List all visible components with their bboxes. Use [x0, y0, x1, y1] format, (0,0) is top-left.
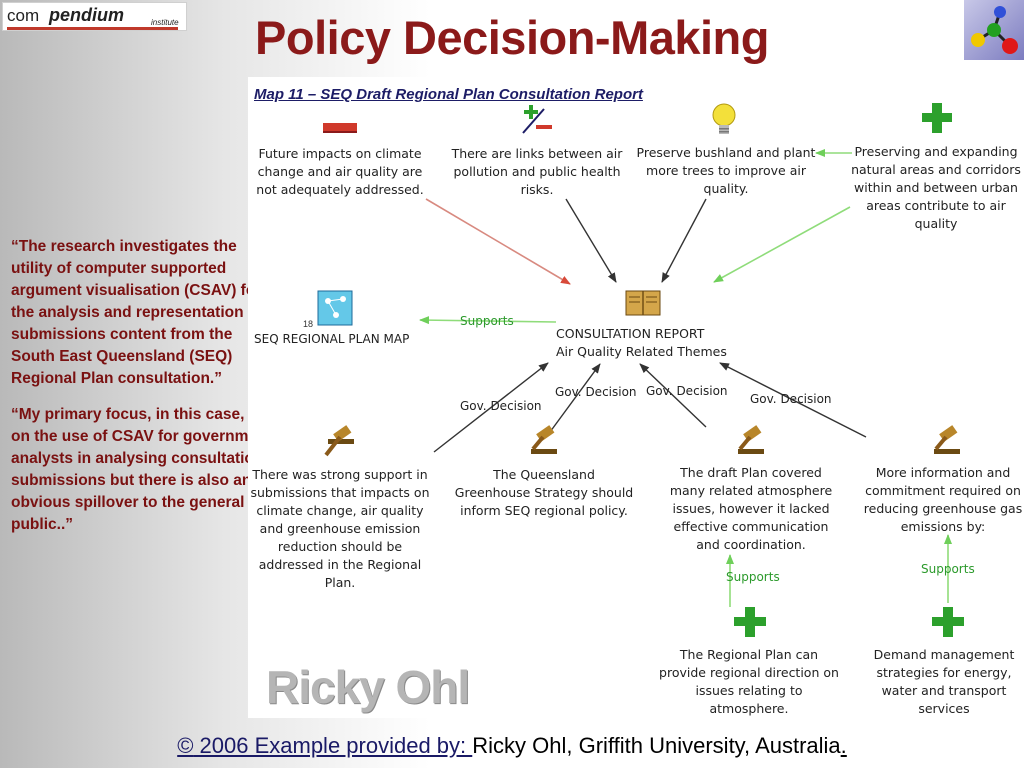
footer-end: . [840, 733, 847, 758]
minus-icon [323, 123, 357, 133]
argument-map: Map 11 – SEQ Draft Regional Plan Consult… [248, 77, 1024, 718]
quote-paragraph-2: “My primary focus, in this case, is on t… [11, 406, 272, 533]
edge-dec3-center [639, 363, 707, 428]
logo-text-institute: institute [151, 18, 179, 27]
edge-label-gov-decision-2: Gov. Decision [555, 385, 637, 399]
node-pro2-text: The Regional Plan can provide regional d… [659, 647, 839, 716]
edge-dec2-center [549, 363, 601, 433]
copyright-symbol: © [177, 733, 194, 758]
argument-map-lines [317, 103, 964, 637]
edge-label-supports-pro2: Supports [726, 570, 780, 584]
author-watermark: Ricky Ohl [266, 661, 470, 713]
edge-pro1-center [713, 206, 851, 283]
research-quote: “The research investigates the utility o… [11, 236, 273, 550]
edge-con1-center [425, 198, 571, 285]
edge-dec4-center [719, 362, 867, 438]
logo-text-pendium: pendium [49, 5, 124, 25]
gavel-icon [934, 425, 960, 454]
gavel-icon [531, 425, 557, 454]
edge-idea-center [661, 198, 707, 283]
molecule-icon [964, 0, 1024, 60]
compendium-logo: com pendium institute [2, 2, 187, 31]
map-node-badge: 18 [303, 319, 314, 329]
center-line2: Air Quality Related Themes [556, 344, 727, 359]
plus-icon [922, 103, 952, 133]
map-title: Map 11 – SEQ Draft Regional Plan Consult… [254, 86, 643, 103]
plus-minus-icon [522, 105, 552, 134]
edge-label-gov-decision-4: Gov. Decision [750, 392, 832, 406]
plus-icon [734, 607, 766, 637]
footer-credit-text: Ricky Ohl, Griffith University, Australi… [472, 733, 841, 758]
node-dec1-text: There was strong support in submissions … [250, 467, 430, 590]
consultation-report-node: CONSULTATION REPORT Air Quality Related … [556, 325, 746, 361]
gavel-icon [324, 425, 354, 457]
quote-paragraph-1: “The research investigates the utility o… [11, 238, 263, 387]
edge-label-supports-pro3: Supports [921, 562, 975, 576]
node-dec2-text: The Queensland Greenhouse Strategy shoul… [454, 467, 634, 518]
node-pro1-text: Preserving and expanding natural areas a… [851, 144, 1021, 231]
edge-dec1-center [433, 362, 549, 453]
book-icon [625, 290, 661, 316]
footer-example-text: 2006 Example provided by: [193, 733, 473, 758]
node-procon-text: There are links between air pollution an… [451, 146, 623, 197]
edge-label-gov-decision-1: Gov. Decision [460, 399, 542, 413]
node-dec4-text: More information and commitment required… [863, 465, 1023, 534]
plus-icon [932, 607, 964, 637]
gavel-icon [738, 425, 764, 454]
node-idea-text: Preserve bushland and plant more trees t… [636, 145, 816, 196]
edge-label-supports-map: Supports [460, 314, 514, 328]
logo-text-com: com [7, 6, 40, 25]
node-con1-text: Future impacts on climate change and air… [256, 146, 424, 197]
node-pro3-text: Demand management strategies for energy,… [873, 647, 1015, 716]
footer-credit: © 2006 Example provided by: Ricky Ohl, G… [0, 733, 1024, 759]
node-dec3-text: The draft Plan covered many related atmo… [669, 465, 833, 552]
edge-label-gov-decision-3: Gov. Decision [646, 384, 728, 398]
center-line1: CONSULTATION REPORT [556, 326, 705, 341]
edge-procon-center [565, 198, 617, 283]
seq-regional-plan-map-label: SEQ REGIONAL PLAN MAP [254, 332, 410, 346]
slide-title: Policy Decision-Making [255, 11, 769, 64]
logo-underline [7, 27, 178, 30]
lightbulb-icon [712, 103, 736, 134]
map-icon [317, 290, 353, 326]
edge-center-map [419, 316, 557, 325]
